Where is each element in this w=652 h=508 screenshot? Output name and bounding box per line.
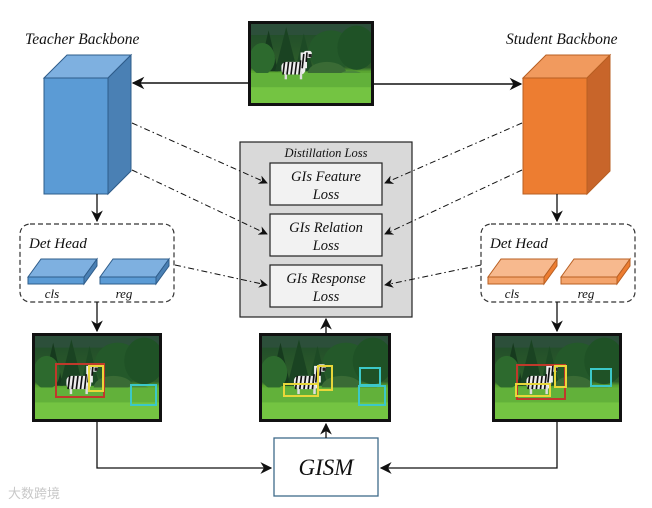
- student-backbone-block: [521, 53, 612, 196]
- cls-label: cls: [45, 286, 59, 301]
- student-backbone-title: Student Backbone: [506, 31, 618, 48]
- input-image: [248, 21, 374, 106]
- teacher-feature-distill-arrow: [131, 122, 268, 184]
- cyan-box: [590, 368, 612, 387]
- teacher-reg-head: [99, 257, 170, 286]
- watermark-text: 大数跨境: [8, 487, 60, 502]
- student-response-distill-arrow: [384, 264, 482, 288]
- gism-module: GISM: [273, 437, 379, 497]
- yellow-box: [515, 383, 551, 397]
- det-head-title: Det Head: [489, 236, 548, 252]
- loss-label-line1: GIs Feature: [291, 169, 361, 185]
- teacher-to-gism-arrow: [96, 422, 273, 474]
- distillation-loss-panel: Distillation Loss GIs Feature Loss GIs R…: [239, 141, 413, 318]
- student-cls-head: [487, 257, 558, 286]
- student-relation-distill-arrow: [384, 169, 523, 235]
- det-head-title: Det Head: [28, 236, 87, 252]
- teacher-backbone-block: [42, 53, 133, 196]
- loss-label-line1: GIs Relation: [289, 220, 363, 236]
- gis-feature-loss-box: GIs Feature Loss: [269, 162, 383, 206]
- yellow-box: [554, 365, 567, 388]
- yellow-box: [317, 365, 333, 391]
- teacher-cls-head: [27, 257, 98, 286]
- teacher-backbone-title: Teacher Backbone: [25, 31, 139, 48]
- reg-label: reg: [578, 286, 595, 301]
- loss-label-line2: Loss: [312, 238, 340, 254]
- cyan-box: [130, 384, 157, 406]
- teacher-response-distill-arrow: [174, 264, 268, 288]
- student-reg-head: [560, 257, 631, 286]
- distillation-loss-title: Distillation Loss: [283, 146, 367, 160]
- gis-relation-loss-box: GIs Relation Loss: [269, 213, 383, 257]
- loss-label-line1: GIs Response: [286, 271, 366, 287]
- gis-response-loss-box: GIs Response Loss: [269, 264, 383, 308]
- student-to-gism-arrow: [379, 422, 558, 474]
- teacher-detection-image: [32, 333, 162, 422]
- reg-label: reg: [116, 286, 133, 301]
- student-det-head: Det Head cls reg: [480, 223, 636, 303]
- loss-label-line2: Loss: [312, 289, 340, 305]
- gism-label: GISM: [299, 455, 356, 480]
- gism-instance-image: [259, 333, 391, 422]
- yellow-box: [88, 365, 104, 392]
- student-detection-image: [492, 333, 622, 422]
- cyan-box: [358, 385, 386, 406]
- loss-label-line2: Loss: [312, 187, 340, 203]
- teacher-det-head: Det Head cls reg: [19, 223, 175, 303]
- cls-label: cls: [505, 286, 519, 301]
- student-feature-distill-arrow: [384, 122, 523, 184]
- teacher-relation-distill-arrow: [131, 169, 268, 235]
